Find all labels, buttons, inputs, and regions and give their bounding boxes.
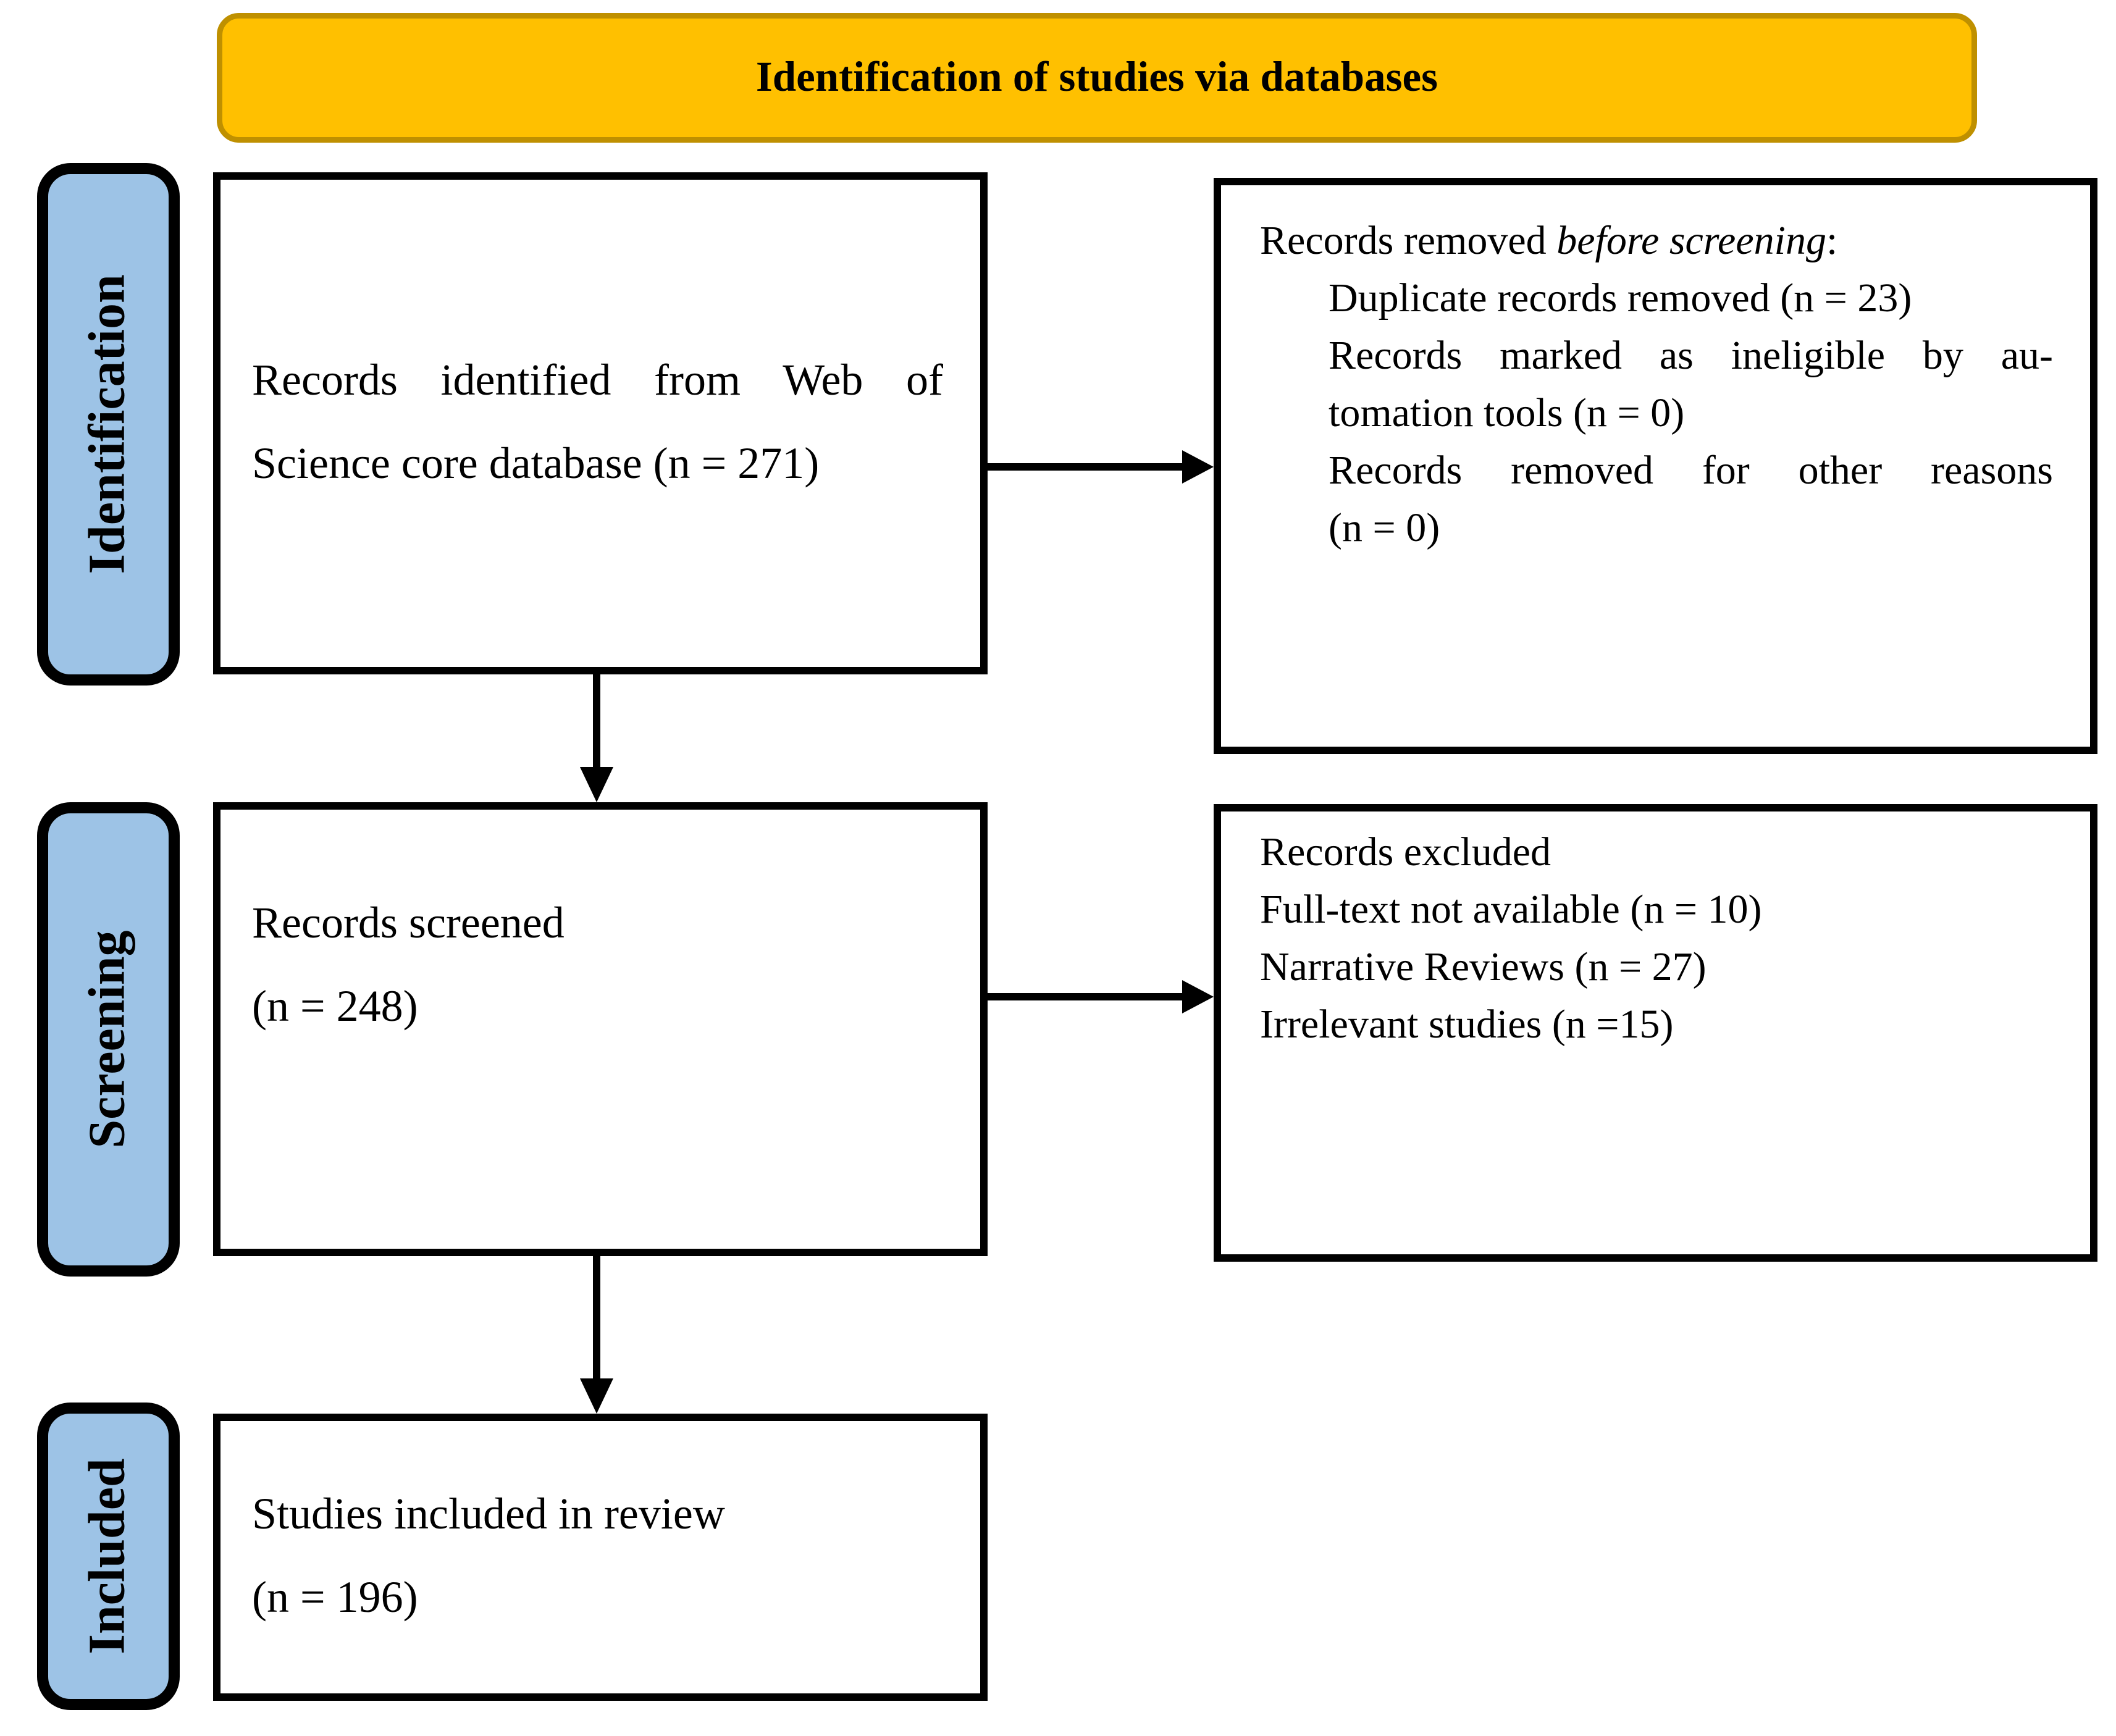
text-line: Duplicate records removed (n = 23)	[1329, 274, 1912, 321]
text-line: Studies included in review	[252, 1490, 725, 1539]
stage-label-screening-text: Screening	[78, 930, 136, 1149]
text-line: Narrative Reviews (n = 27)	[1260, 943, 1707, 989]
arrow-screened-to-included-head	[580, 1378, 613, 1414]
text-line: Records marked as ineligible by au-	[1329, 332, 2053, 378]
text-segment: Records removed	[1260, 217, 1557, 263]
header-title: Identification of studies via databases	[755, 54, 1438, 100]
stage-label-included-text: Included	[78, 1458, 136, 1654]
text-line: tomation tools (n = 0)	[1329, 389, 1685, 435]
stage-label-identification-text: Identification	[78, 274, 136, 574]
text-line: (n = 0)	[1329, 504, 1440, 550]
arrow-identified-to-removed-head	[1182, 450, 1214, 484]
text-line: Records removed before screening:	[1260, 211, 2053, 269]
text-line: (n = 196)	[252, 1574, 418, 1622]
text-line: Records excluded	[1260, 828, 1551, 874]
box-records-screened: Records screened (n = 248)	[213, 802, 988, 1256]
text-line: Full-text not available (n = 10)	[1260, 886, 1762, 932]
text-line: Science core database (n = 271)	[252, 440, 820, 489]
stage-label-screening: Screening	[37, 802, 180, 1277]
arrow-screened-to-excluded-shaft	[988, 993, 1184, 1000]
text-line: (n = 248)	[252, 984, 418, 1032]
arrow-identified-to-screened-head	[580, 767, 613, 802]
arrow-screened-to-included-shaft	[593, 1254, 600, 1380]
text-line: Irrelevant studies (n =15)	[1260, 1000, 1674, 1047]
text-line: Records screened	[252, 900, 565, 949]
arrow-screened-to-excluded-head	[1182, 980, 1214, 1013]
text-line: Records identified from Web of	[252, 356, 943, 405]
box-studies-included: Studies included in review (n = 196)	[213, 1414, 988, 1701]
text-segment: :	[1826, 217, 1838, 263]
arrow-identified-to-removed-shaft	[988, 463, 1184, 471]
header-banner: Identification of studies via databases	[217, 13, 1977, 143]
stage-label-identification: Identification	[37, 163, 180, 686]
text-line: Records removed for other reasons	[1329, 447, 2053, 493]
stage-label-included: Included	[37, 1403, 180, 1710]
box-records-removed-before-screening: Records removed before screening: Duplica…	[1214, 178, 2097, 754]
arrow-identified-to-screened-shaft	[593, 674, 600, 771]
box-records-identified: Records identified from Web of Science co…	[213, 172, 988, 674]
text-segment-italic: before screening	[1556, 217, 1827, 263]
